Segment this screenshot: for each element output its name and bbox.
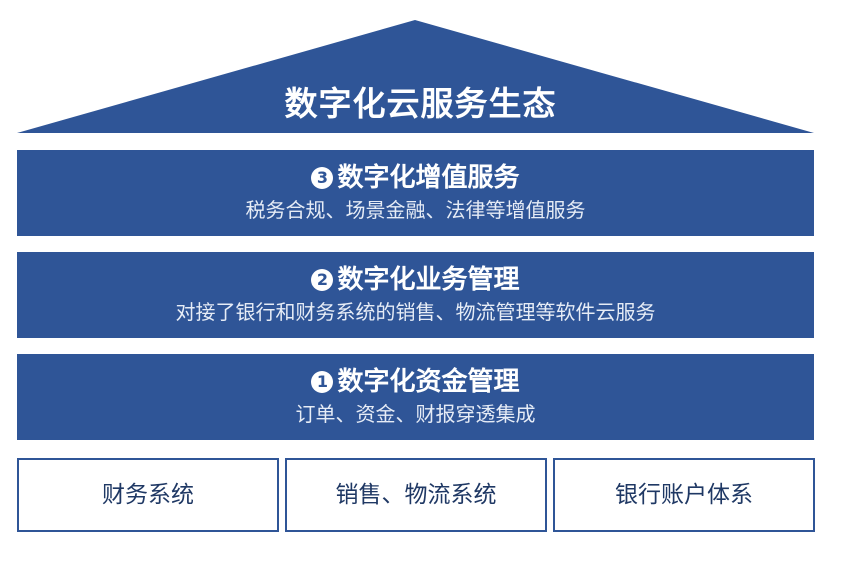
system-box-finance: 财务系统 bbox=[17, 458, 279, 532]
layer-title-text: 数字化资金管理 bbox=[337, 367, 520, 397]
foundation-systems: 财务系统 销售、物流系统 银行账户体系 bbox=[17, 458, 815, 532]
number-1-badge-icon: 1 bbox=[311, 371, 334, 393]
roof-title: 数字化云服务生态 bbox=[284, 84, 557, 123]
number-2-badge-icon: 2 bbox=[311, 269, 334, 291]
number-3-badge-icon: 3 bbox=[311, 167, 334, 189]
layer-description: 对接了银行和财务系统的销售、物流管理等软件云服务 bbox=[175, 300, 656, 324]
layer-description: 税务合规、场景金融、法律等增值服务 bbox=[245, 198, 586, 222]
layer-description: 订单、资金、财报穿透集成 bbox=[295, 402, 536, 426]
layer-title-text: 数字化增值服务 bbox=[337, 163, 520, 193]
roof-triangle bbox=[17, 20, 814, 133]
layer-title-text: 数字化业务管理 bbox=[337, 265, 520, 295]
system-box-bank-accounts: 银行账户体系 bbox=[553, 458, 815, 532]
system-box-sales-logistics: 销售、物流系统 bbox=[285, 458, 547, 532]
roof-shape bbox=[17, 20, 814, 133]
